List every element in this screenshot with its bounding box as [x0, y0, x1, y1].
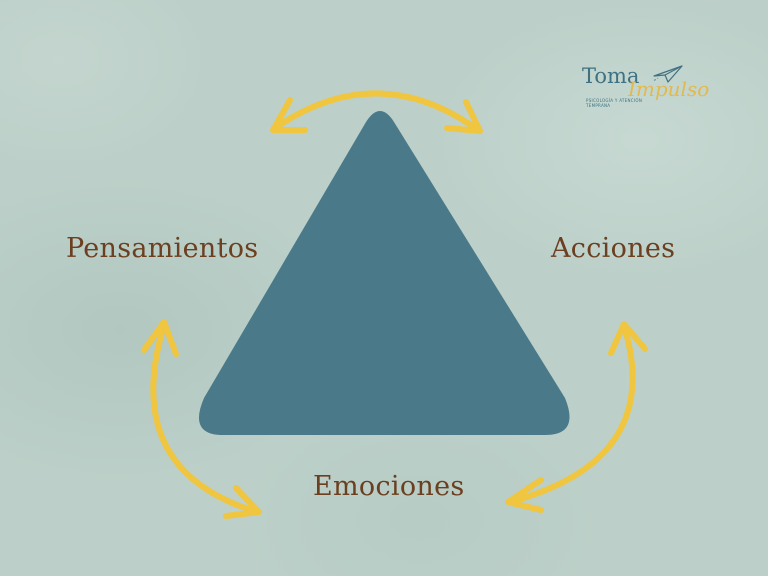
paper-plane-icon: [652, 65, 683, 83]
arrow-pensamientos-emociones: [141, 319, 262, 519]
arrow-acciones-emociones: [505, 321, 648, 513]
center-triangle: [198, 111, 570, 435]
logo-word-toma: Toma: [582, 64, 640, 88]
logo-tagline: PSICOLOGÍA Y ATENCIÓN TEMPRANA: [586, 98, 643, 108]
node-acciones: Acciones: [551, 233, 676, 264]
node-emociones: Emociones: [313, 471, 465, 502]
logo-word-impulso: Impulso: [628, 77, 710, 101]
arrow-pensamientos-acciones: [270, 90, 483, 134]
logo: Toma Impulso PSICOLOGÍA Y ATENCIÓN TEMPR…: [582, 64, 709, 114]
node-pensamientos: Pensamientos: [66, 233, 259, 264]
